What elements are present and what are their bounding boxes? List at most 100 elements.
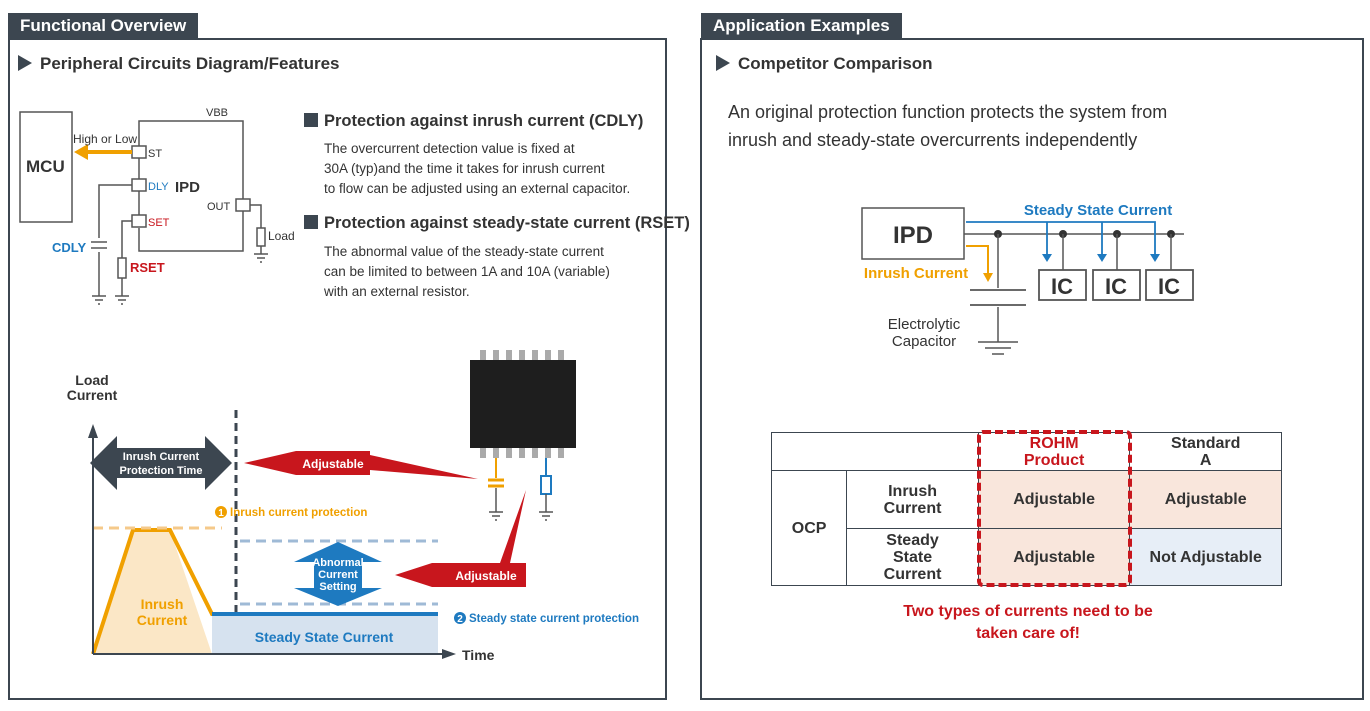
standard-inrush-cell: Adjustable	[1129, 470, 1282, 529]
st-pin	[131, 145, 147, 159]
steady-state-flow	[966, 221, 1156, 256]
set-label: SET	[148, 217, 170, 229]
ocp-group-label: OCP	[770, 470, 848, 586]
steady-protection-label: Steady state current protection	[469, 613, 639, 625]
ic-label-3: IC	[1158, 274, 1180, 299]
intro-text: An original protection function protects…	[728, 102, 1168, 150]
steady-arrow-1-icon	[1042, 254, 1052, 262]
ic-box-3	[1145, 269, 1194, 301]
ic-label-1: IC	[1051, 274, 1073, 299]
high-low-label: High or Low	[73, 132, 137, 146]
square-bullet-icon	[304, 215, 318, 229]
adjustable-label-2: Adjustable	[455, 569, 517, 583]
triangle-marker-icon	[716, 55, 730, 71]
competitor-comparison-heading: Competitor Comparison	[716, 54, 933, 74]
ipd-label: IPD	[175, 179, 200, 196]
load-resistor	[256, 227, 266, 247]
dly-label: DLY	[148, 181, 169, 193]
cdly-label: CDLY	[52, 240, 87, 255]
adjustable-label-1: Adjustable	[302, 457, 364, 471]
steady-state-area	[212, 614, 438, 654]
number-2-badge	[454, 612, 466, 624]
ic-box-2	[1092, 269, 1141, 301]
y-axis-arrow-icon	[88, 424, 98, 438]
load-label: Load	[268, 229, 295, 243]
inrush-time-double-arrow	[90, 436, 232, 490]
mcu-box	[19, 111, 73, 223]
ic-label-2: IC	[1105, 274, 1127, 299]
rset-resistor	[117, 257, 127, 279]
inrush-arrow-icon	[983, 273, 993, 282]
rset-wire	[121, 220, 132, 258]
inrush-time-label-line1: Inrush Current	[123, 451, 200, 463]
x-axis-label: Time	[462, 647, 495, 663]
application-examples-tab: Application Examples	[701, 13, 902, 39]
feature-text-steady: The abnormal value of the steady-state c…	[324, 244, 610, 299]
steady-state-label: Steady State Current	[255, 629, 394, 645]
mcu-label: MCU	[26, 157, 65, 176]
capacitor-label-line2: Capacitor	[892, 333, 956, 350]
functional-overview-tab: Functional Overview	[8, 13, 199, 39]
application-diagram: IPD Steady State Current IC IC IC Inrush…	[861, 202, 1194, 355]
set-pin	[131, 214, 147, 228]
inrush-current-label-line2: Current	[137, 612, 188, 628]
rohm-highlight-frame	[977, 430, 1132, 587]
out-label: OUT	[207, 201, 231, 213]
ipd-box	[861, 207, 965, 260]
capacitor-label-line1: Electrolytic	[888, 316, 961, 333]
warning-note: Two types of currents need to be taken c…	[903, 603, 1153, 642]
peripheral-circuits-title: Peripheral Circuits Diagram/Features	[40, 54, 340, 73]
st-output-arrow	[74, 144, 88, 160]
standard-steady-cell: Not Adjustable	[1129, 528, 1282, 586]
application-examples-panel	[700, 38, 1364, 700]
steady-arrow-2-icon	[1097, 254, 1107, 262]
peripheral-circuit-diagram: MCU VBB High or Low ST DLY IPD SET OUT L…	[19, 107, 295, 305]
adjustable-arrow-2	[395, 490, 526, 587]
inrush-current-label: Inrush Current	[864, 265, 968, 282]
abnormal-current-double-arrow	[294, 542, 382, 606]
feature-heading-steady: Protection against steady-state current …	[304, 214, 690, 233]
adjustable-arrow-1	[244, 451, 478, 479]
svg-text:2: 2	[457, 614, 463, 625]
cdly-wire	[98, 184, 132, 238]
load-current-graph: 1 2 Load Current Time Inrush Current Pro…	[67, 350, 639, 663]
inrush-flow	[966, 245, 989, 276]
steady-state-current-label: Steady State Current	[1024, 202, 1172, 219]
ic-box-1	[1038, 269, 1087, 301]
vbb-label: VBB	[206, 107, 228, 119]
ipd-box-label: IPD	[893, 222, 933, 249]
inrush-current-label-line1: Inrush	[141, 596, 184, 612]
dly-pin	[131, 178, 147, 192]
abnormal-label-line1: Abnormal	[312, 557, 363, 569]
rset-resistor-chip	[540, 475, 552, 495]
ic-chip-image	[470, 350, 576, 458]
table-empty-corner	[771, 432, 979, 471]
competitor-comparison-title: Competitor Comparison	[738, 54, 933, 73]
feature-heading-inrush: Protection against inrush current (CDLY)	[304, 112, 643, 131]
st-label: ST	[148, 148, 162, 160]
svg-text:1: 1	[218, 508, 224, 519]
load-wire	[250, 204, 262, 228]
abnormal-label-line2: Current	[318, 569, 358, 581]
steady-arrow-3-icon	[1150, 254, 1160, 262]
feature-text-inrush: The overcurrent detection value is fixed…	[324, 141, 631, 196]
triangle-marker-icon	[18, 55, 32, 71]
inrush-current-area	[93, 530, 212, 654]
square-bullet-icon	[304, 113, 318, 127]
rset-label: RSET	[130, 260, 165, 275]
peripheral-circuits-heading: Peripheral Circuits Diagram/Features	[18, 54, 340, 74]
y-axis-label-line2: Current	[67, 387, 118, 403]
number-1-badge	[215, 506, 227, 518]
rohm-inrush-cell: Adjustable	[977, 470, 1131, 529]
y-axis-label-line1: Load	[75, 372, 108, 388]
inrush-time-label-line2: Protection Time	[120, 465, 203, 477]
out-pin	[235, 198, 251, 212]
rohm-steady-cell: Adjustable	[977, 528, 1131, 586]
